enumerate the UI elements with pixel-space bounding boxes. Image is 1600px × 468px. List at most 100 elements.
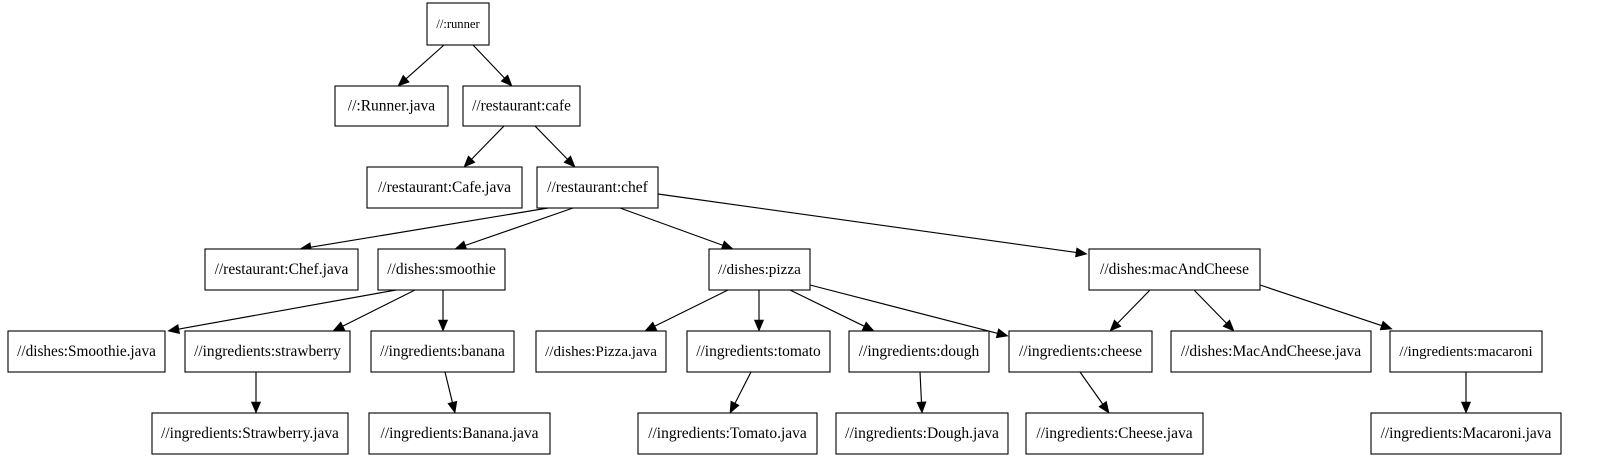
node-box[interactable] xyxy=(370,330,515,373)
graph-edge xyxy=(1109,289,1151,332)
graph-edge xyxy=(1460,372,1472,414)
node-box[interactable] xyxy=(536,166,659,209)
edge-arrowhead-icon xyxy=(447,400,458,414)
node-box[interactable] xyxy=(204,248,359,291)
edge-arrowhead-icon xyxy=(1460,401,1472,414)
graph-edge xyxy=(1193,289,1235,332)
node-box[interactable] xyxy=(708,248,811,291)
edge-line xyxy=(342,289,416,327)
graph-node-runner_java[interactable]: //:Runner.java xyxy=(334,85,449,127)
graph-node-dishes_pizza[interactable]: //dishes:pizza xyxy=(708,248,811,291)
edge-arrowhead-icon xyxy=(720,240,734,250)
graph-node-macaroni_java[interactable]: //ingredients:Macaroni.java xyxy=(1370,412,1562,455)
graph-node-pizza_java[interactable]: //dishes:Pizza.java xyxy=(535,330,667,373)
node-box[interactable] xyxy=(848,330,990,373)
graph-edge xyxy=(397,44,445,87)
node-box[interactable] xyxy=(334,85,449,127)
graph-node-restaurant_cafe[interactable]: //restaurant:cafe xyxy=(462,85,581,127)
edge-line xyxy=(619,207,723,246)
node-box[interactable] xyxy=(1008,330,1153,373)
graph-edge xyxy=(729,371,752,414)
node-box[interactable] xyxy=(462,85,581,127)
edge-line xyxy=(1117,289,1151,324)
node-box[interactable] xyxy=(7,330,166,373)
node-label: //ingredients:Dough.java xyxy=(845,425,999,442)
graph-edge xyxy=(444,371,458,414)
edge-line xyxy=(465,207,574,246)
edge-arrowhead-icon xyxy=(437,319,449,332)
edge-arrowhead-icon xyxy=(463,155,476,168)
node-label: //ingredients:strawberry xyxy=(194,343,341,360)
node-box[interactable] xyxy=(377,248,506,291)
edge-line xyxy=(657,193,1077,254)
node-box[interactable] xyxy=(686,330,831,373)
graph-node-tomato_java[interactable]: //ingredients:Tomato.java xyxy=(637,412,818,455)
node-box[interactable] xyxy=(1389,330,1543,373)
node-label: //dishes:pizza xyxy=(718,261,801,278)
edge-line xyxy=(471,125,505,160)
node-box[interactable] xyxy=(637,412,818,455)
edge-arrowhead-icon xyxy=(995,328,1009,339)
node-box[interactable] xyxy=(1370,412,1562,455)
node-label: //restaurant:Cafe.java xyxy=(378,179,511,196)
graph-node-dishes_mac[interactable]: //dishes:macAndCheese xyxy=(1088,248,1261,291)
graph-edge xyxy=(463,125,505,168)
edge-line xyxy=(405,44,445,80)
node-box[interactable] xyxy=(366,166,523,209)
graph-node-chef_java[interactable]: //restaurant:Chef.java xyxy=(204,248,359,291)
node-box[interactable] xyxy=(184,330,351,373)
graph-node-ing_macaroni[interactable]: //ingredients:macaroni xyxy=(1389,330,1543,373)
node-label: //dishes:Pizza.java xyxy=(545,344,657,360)
graph-node-ing_dough[interactable]: //ingredients:dough xyxy=(848,330,990,373)
node-box[interactable] xyxy=(1088,248,1261,291)
edge-line xyxy=(1259,284,1382,327)
graph-node-ing_banana[interactable]: //ingredients:banana xyxy=(370,330,515,373)
node-label: //ingredients:dough xyxy=(859,343,980,360)
node-label: //ingredients:Macaroni.java xyxy=(1381,425,1552,442)
node-label: //restaurant:cafe xyxy=(472,98,571,115)
graph-node-ing_cheese[interactable]: //ingredients:cheese xyxy=(1008,330,1153,373)
graph-node-dough_java[interactable]: //ingredients:Dough.java xyxy=(835,412,1009,455)
graph-node-strawberry_java[interactable]: //ingredients:Strawberry.java xyxy=(151,412,349,455)
edge-line xyxy=(310,207,549,248)
graph-node-ing_strawberry[interactable]: //ingredients:strawberry xyxy=(184,330,351,373)
node-box[interactable] xyxy=(1025,412,1204,455)
edge-arrowhead-icon xyxy=(1109,319,1122,332)
edge-arrowhead-icon xyxy=(563,155,576,168)
node-label: //dishes:Smoothie.java xyxy=(17,343,156,360)
graph-edge xyxy=(534,125,576,168)
edge-arrowhead-icon xyxy=(1098,400,1110,414)
graph-edge xyxy=(167,289,397,334)
node-label: //restaurant:Chef.java xyxy=(215,261,349,278)
node-label: //:Runner.java xyxy=(348,98,436,115)
node-label: //dishes:smoothie xyxy=(387,261,496,278)
graph-node-mac_java[interactable]: //dishes:MacAndCheese.java xyxy=(1170,330,1372,373)
graph-edge xyxy=(916,371,927,414)
edge-arrowhead-icon xyxy=(729,400,740,414)
graph-node-dishes_smoothie[interactable]: //dishes:smoothie xyxy=(377,248,506,291)
node-box[interactable] xyxy=(368,412,551,455)
graph-edge xyxy=(1259,284,1393,331)
graph-node-smoothie_java[interactable]: //dishes:Smoothie.java xyxy=(7,330,166,373)
graph-node-banana_java[interactable]: //ingredients:Banana.java xyxy=(368,412,551,455)
node-box[interactable] xyxy=(835,412,1009,455)
graph-node-ing_tomato[interactable]: //ingredients:tomato xyxy=(686,330,831,373)
graph-node-restaurant_chef[interactable]: //restaurant:chef xyxy=(536,166,659,209)
node-label: //restaurant:chef xyxy=(547,179,649,196)
edge-arrowhead-icon xyxy=(250,401,262,414)
edge-arrowhead-icon xyxy=(1222,319,1235,332)
edge-arrowhead-icon xyxy=(644,321,658,332)
graph-node-runner[interactable]: //:runner xyxy=(426,2,490,46)
graph-edge xyxy=(657,193,1088,258)
graph-node-cheese_java[interactable]: //ingredients:Cheese.java xyxy=(1025,412,1204,455)
node-box[interactable] xyxy=(1170,330,1372,373)
graph-node-cafe_java[interactable]: //restaurant:Cafe.java xyxy=(366,166,523,209)
edge-arrowhead-icon xyxy=(397,74,410,87)
node-box[interactable] xyxy=(426,2,490,46)
node-label: //:runner xyxy=(436,17,480,31)
node-box[interactable] xyxy=(535,330,667,373)
graph-edge xyxy=(472,44,513,87)
graph-nodes-layer: //:runner //:Runner.java //restaurant:cafe… xyxy=(7,2,1562,455)
node-box[interactable] xyxy=(151,412,349,455)
